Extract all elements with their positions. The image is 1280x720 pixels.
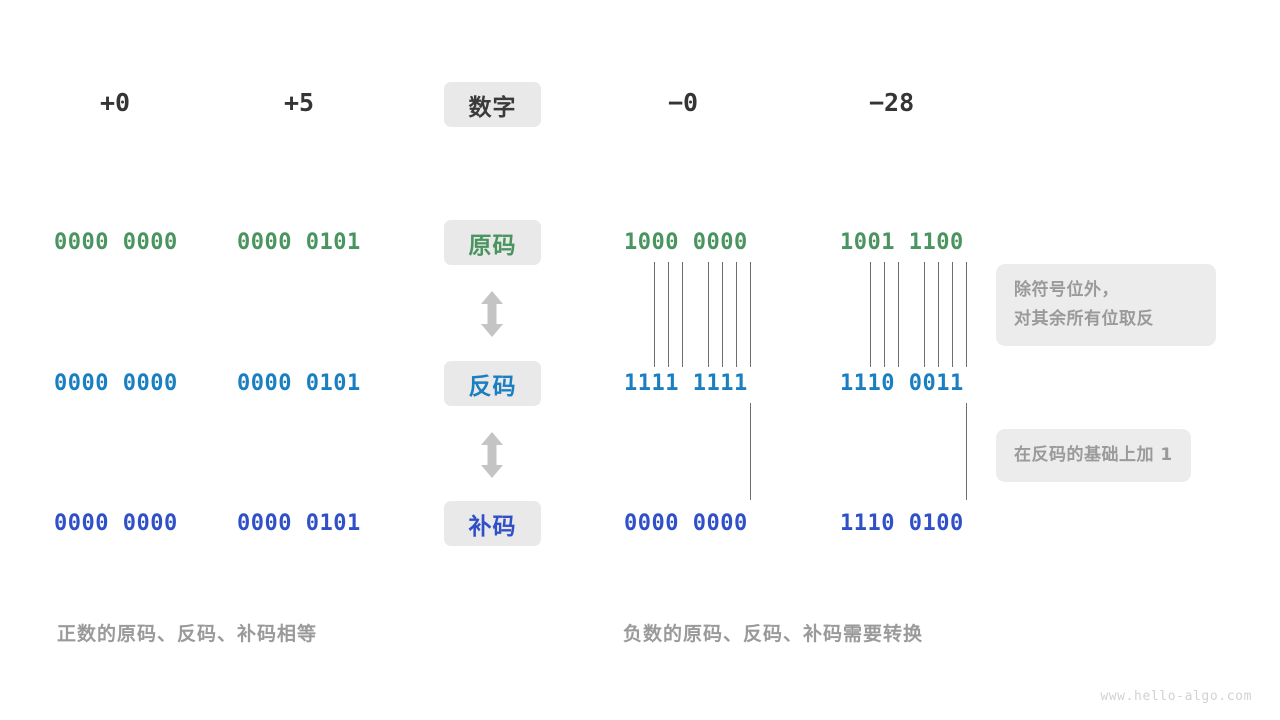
connector-line <box>938 262 939 367</box>
note-invert-bits: 除符号位外， 对其余所有位取反 <box>996 264 1216 346</box>
ones-complement-plus-zero: 0000 0000 <box>54 371 178 396</box>
connector-line <box>924 262 925 367</box>
connector-line <box>736 262 737 367</box>
connector-line <box>668 262 669 367</box>
caption-negative: 负数的原码、反码、补码需要转换 <box>623 623 924 645</box>
connector-line <box>722 262 723 367</box>
column-header-plus-five: +5 <box>284 88 315 117</box>
connector-line <box>654 262 655 367</box>
twos-complement-plus-zero: 0000 0000 <box>54 511 178 536</box>
sign-magnitude-minus-twentyeight: 1001 1100 <box>840 230 964 255</box>
note-invert-line2: 对其余所有位取反 <box>1014 309 1154 329</box>
twos-complement-minus-zero: 0000 0000 <box>624 511 748 536</box>
sign-magnitude-plus-zero: 0000 0000 <box>54 230 178 255</box>
column-header-plus-zero: +0 <box>100 88 131 117</box>
connector-line <box>966 403 967 500</box>
connector-line <box>708 262 709 367</box>
double-arrow-icon <box>479 432 505 478</box>
connector-line <box>870 262 871 367</box>
ones-complement-minus-zero: 1111 1111 <box>624 371 748 396</box>
note-invert-line1: 除符号位外， <box>1014 280 1119 300</box>
column-header-minus-twentyeight: −28 <box>869 88 915 117</box>
row-label-ones-complement: 反码 <box>444 361 541 406</box>
column-header-minus-zero: −0 <box>668 88 699 117</box>
ones-complement-minus-twentyeight: 1110 0011 <box>840 371 964 396</box>
connector-line <box>952 262 953 367</box>
ones-complement-plus-five: 0000 0101 <box>237 371 361 396</box>
double-arrow-icon <box>479 291 505 337</box>
connector-line <box>966 262 967 367</box>
twos-complement-minus-twentyeight: 1110 0100 <box>840 511 964 536</box>
connector-line <box>898 262 899 367</box>
caption-positive: 正数的原码、反码、补码相等 <box>57 623 318 645</box>
connector-line <box>750 403 751 500</box>
row-label-number: 数字 <box>444 82 541 127</box>
connector-line <box>750 262 751 367</box>
row-label-twos-complement: 补码 <box>444 501 541 546</box>
twos-complement-plus-five: 0000 0101 <box>237 511 361 536</box>
sign-magnitude-minus-zero: 1000 0000 <box>624 230 748 255</box>
note-add-one-line1: 在反码的基础上加 1 <box>1014 445 1173 465</box>
note-add-one: 在反码的基础上加 1 <box>996 429 1191 482</box>
row-label-sign-magnitude: 原码 <box>444 220 541 265</box>
sign-magnitude-plus-five: 0000 0101 <box>237 230 361 255</box>
connector-line <box>884 262 885 367</box>
watermark: www.hello-algo.com <box>1100 689 1252 704</box>
connector-line <box>682 262 683 367</box>
